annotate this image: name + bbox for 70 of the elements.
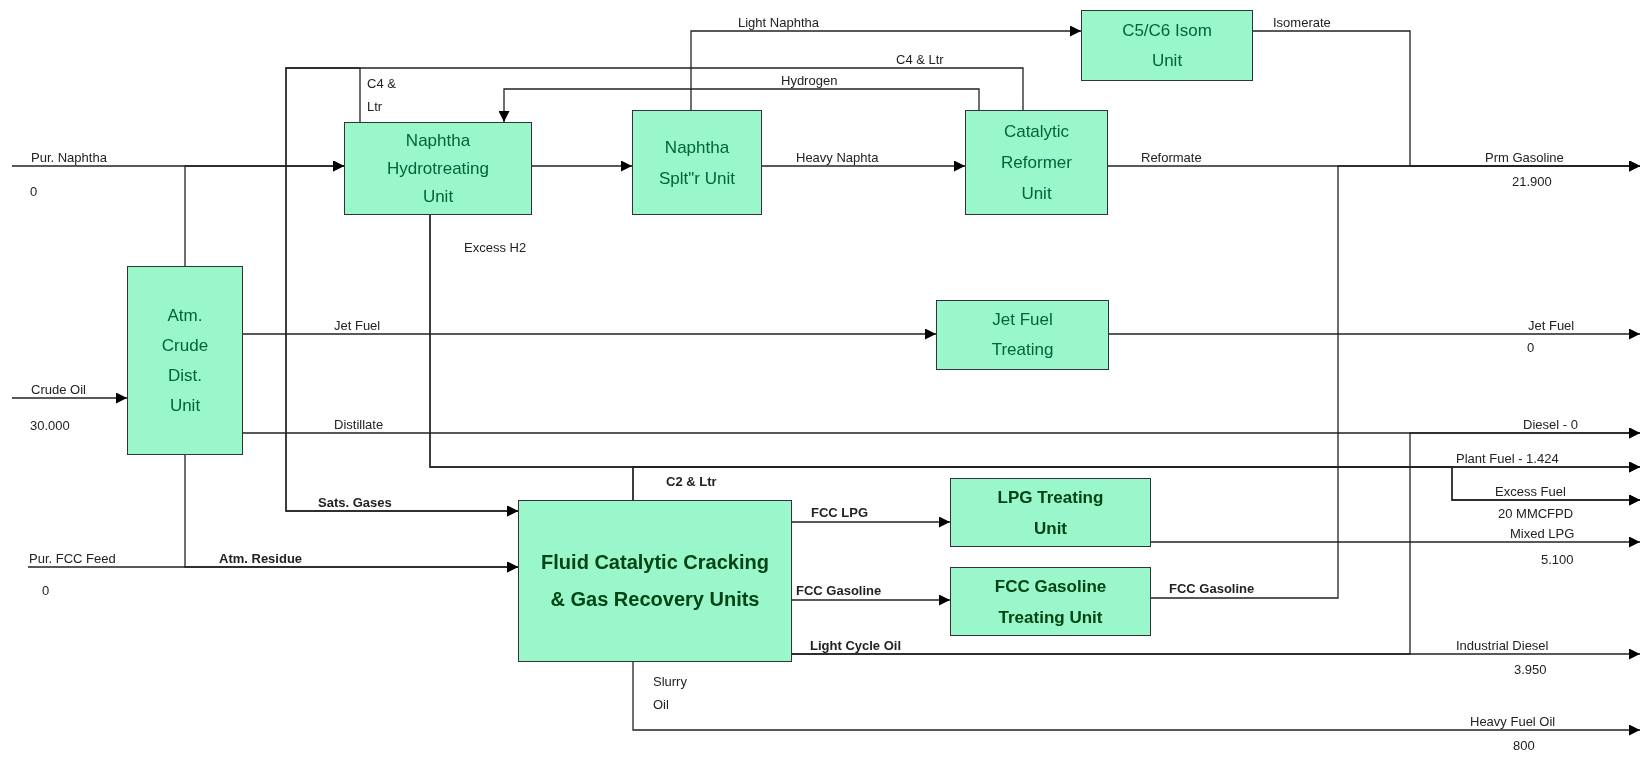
edge-label: Crude Oil xyxy=(30,382,87,397)
unit-name: Atm. Crude Dist. Unit xyxy=(160,304,210,417)
edge-label: FCC Gasoline xyxy=(795,583,883,598)
stream-label: 0 xyxy=(42,583,50,598)
unit-name: C5/C6 Isom Unit xyxy=(1121,19,1213,72)
process-unit-box xyxy=(127,266,243,455)
stream-label: 0 xyxy=(30,184,38,199)
stream-label: Industrial Diesel xyxy=(1456,638,1549,653)
flow-arrow xyxy=(1150,536,1641,548)
stream-label: Plant Fuel - 1.424 xyxy=(1456,451,1559,466)
flow-arrow xyxy=(690,25,1082,111)
edge-label: Isomerate xyxy=(1272,15,1332,30)
stream-label: 21.900 xyxy=(1512,174,1552,189)
edge-label: Reformate xyxy=(1140,150,1203,165)
flow-arrow xyxy=(11,392,128,404)
process-unit-box xyxy=(965,110,1108,215)
edge-label: Heavy Naphta xyxy=(795,150,880,165)
process-unit-box xyxy=(632,110,762,215)
flow-arrow xyxy=(1108,328,1641,340)
stream-label: Excess Fuel xyxy=(1495,484,1566,499)
unit-name: LPG Treating Unit xyxy=(996,486,1105,540)
stream-label: 0 xyxy=(1527,340,1535,355)
stream-label: Diesel - 0 xyxy=(1523,417,1578,432)
unit-name: Jet Fuel Treating xyxy=(990,309,1055,361)
edge-label: FCC Gasoline xyxy=(1168,581,1256,596)
unit-name: Naphtha Splt"r Unit xyxy=(658,136,736,190)
flow-arrow xyxy=(242,328,937,340)
flow-arrow xyxy=(498,88,980,123)
flow-arrow xyxy=(791,648,1641,660)
edge-label: Light Naphtha xyxy=(737,15,820,30)
flow-arrow xyxy=(531,160,633,172)
process-unit-box xyxy=(936,300,1109,370)
process-unit-box xyxy=(344,122,532,215)
edge-label: Distillate xyxy=(333,417,385,432)
stream-label: Mixed LPG xyxy=(1510,526,1575,541)
flow-arrow xyxy=(1150,160,1641,599)
unit-name: FCC Gasoline Treating Unit xyxy=(993,575,1108,629)
stream-label: Heavy Fuel Oil xyxy=(1470,714,1556,729)
edge-label: C2 & Ltr xyxy=(665,474,718,489)
stream-label: Sats. Gases xyxy=(318,495,392,510)
flow-arrow xyxy=(184,160,345,267)
stream-label: Light Cycle Oil xyxy=(810,638,901,653)
process-unit-box xyxy=(518,500,792,662)
unit-name: Catalytic Reformer Unit xyxy=(1000,121,1073,205)
edge-label: FCC LPG xyxy=(810,505,870,520)
flow-arrow xyxy=(791,516,951,528)
flow-arrow xyxy=(184,454,519,573)
process-unit-box xyxy=(950,478,1151,547)
flow-arrow xyxy=(632,661,1641,736)
stream-label: 800 xyxy=(1513,738,1535,753)
flow-arrow xyxy=(791,594,951,606)
edge-label: Pur. FCC Feed xyxy=(28,551,117,566)
stream-label: Prm Gasoline xyxy=(1485,150,1564,165)
edge-label: Atm. Residue xyxy=(218,551,304,566)
stream-label: 20 MMCFPD xyxy=(1498,506,1574,521)
unit-name: Fluid Catalytic Cracking & Gas Recovery Units xyxy=(540,550,770,612)
flow-arrow xyxy=(285,67,1024,517)
edge-label: Pur. Naphtha xyxy=(30,150,108,165)
flow-arrow xyxy=(761,160,966,172)
stream-label: 5.100 xyxy=(1541,552,1574,567)
process-unit-box xyxy=(950,567,1151,636)
stream-label: Jet Fuel xyxy=(1528,318,1575,333)
edge-label: Excess H2 xyxy=(463,240,528,255)
edge-label: C4 & Ltr xyxy=(895,52,945,67)
edge-label: Jet Fuel xyxy=(333,318,382,333)
stream-label: 3.950 xyxy=(1514,662,1547,677)
edge-label: Hydrogen xyxy=(780,73,839,88)
process-unit-box xyxy=(1081,10,1253,81)
stream-label: 30.000 xyxy=(30,418,70,433)
unit-name: Naphtha Hydrotreating Unit xyxy=(385,129,491,208)
